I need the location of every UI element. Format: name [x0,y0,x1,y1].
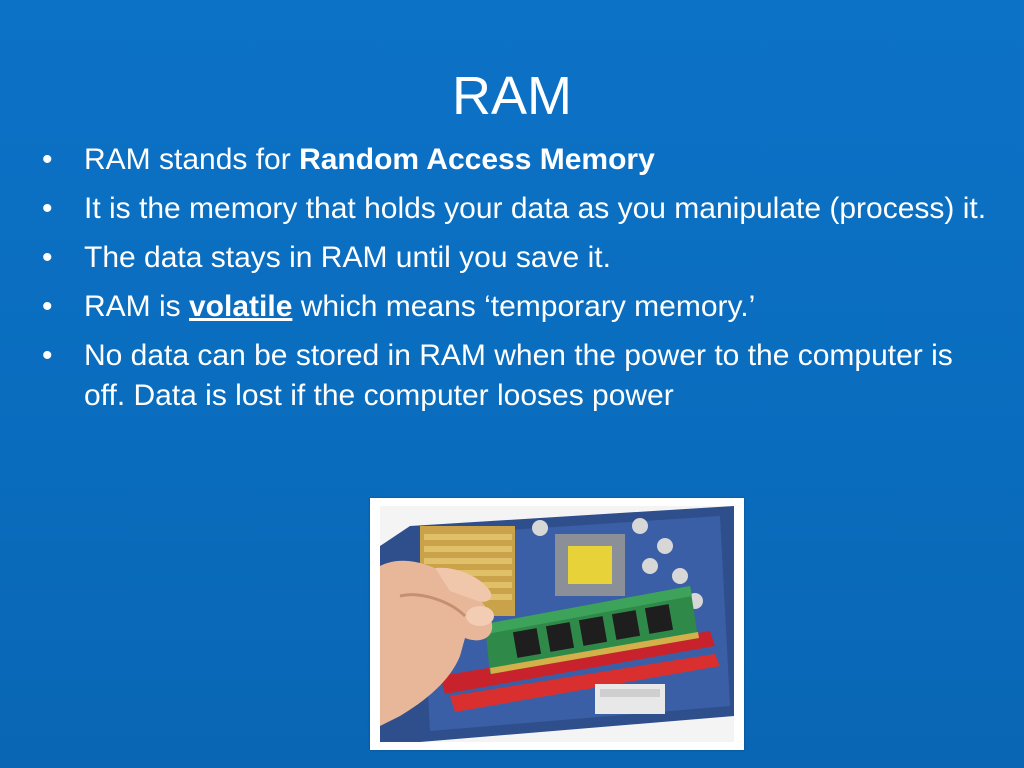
bullet-dot-icon: • [42,339,53,372]
ram-module-motherboard-photo-icon [380,506,734,742]
bullet-item: • RAM stands for Random Access Memory [40,140,1000,180]
slide-title: RAM [452,66,572,126]
bullet-text: The data stays in RAM until you save it. [84,241,611,274]
bullet-item: • The data stays in RAM until you save i… [40,238,1000,278]
bullet-text: It is the memory that holds your data as… [84,192,987,225]
bullet-item: • No data can be stored in RAM when the … [40,336,1000,416]
bullet-item: • RAM is volatile which means ‘temporary… [40,287,1000,327]
bullet-dot-icon: • [42,143,53,176]
ram-stick-icon [485,586,699,674]
hand-icon [380,560,494,726]
bullet-list: • RAM stands for Random Access Memory • … [40,140,1000,425]
bullet-dot-icon: • [42,290,53,323]
bullet-emphasis: Random Access Memory [299,143,655,176]
bullet-text: No data can be stored in RAM when the po… [84,339,953,412]
bullet-text-tail: which means ‘temporary memory.’ [292,290,756,323]
ram-photo [370,498,744,750]
bullet-item: • It is the memory that holds your data … [40,189,1000,229]
bullet-text: RAM is [84,290,189,323]
bullet-dot-icon: • [42,192,53,225]
bullet-emphasis: volatile [189,290,293,323]
bullet-dot-icon: • [42,241,53,274]
bullet-text: RAM stands for [84,143,300,176]
